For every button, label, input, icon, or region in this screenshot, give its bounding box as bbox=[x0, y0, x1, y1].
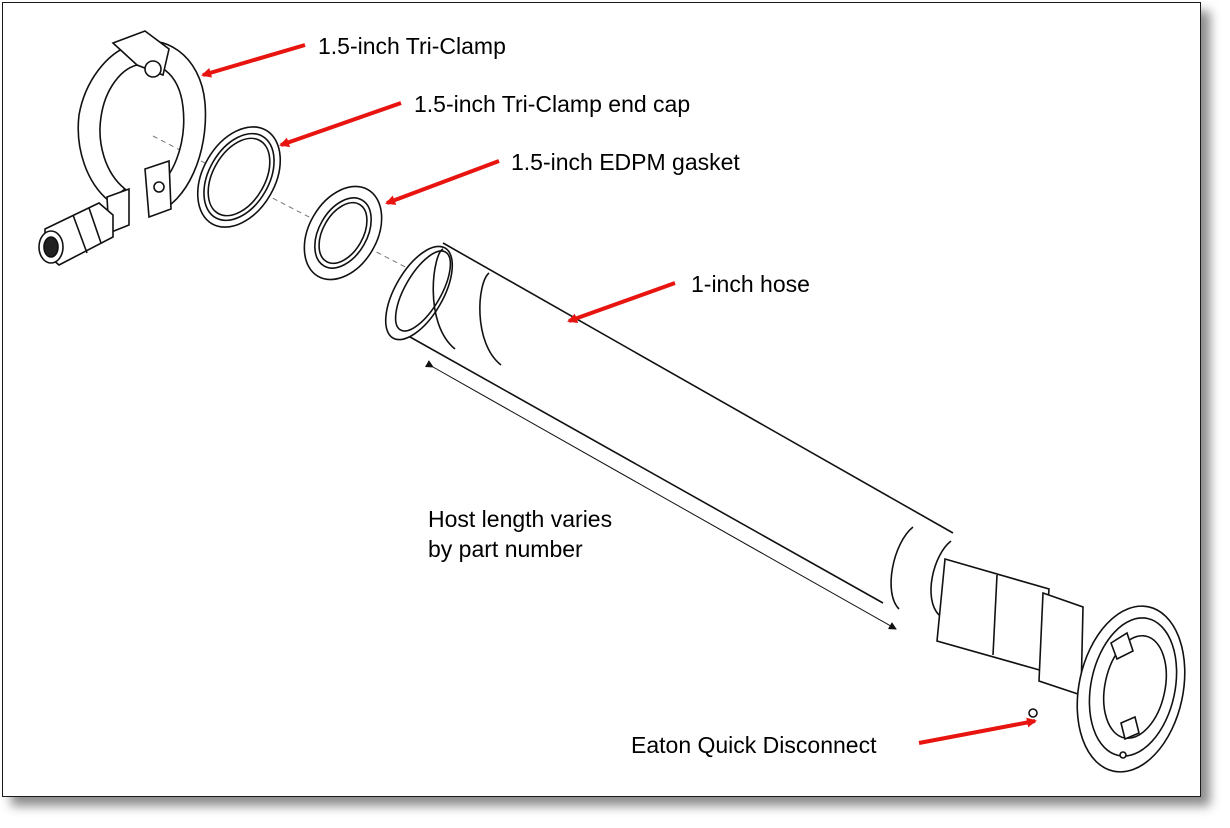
gasket-label: 1.5-inch EDPM gasket bbox=[511, 149, 740, 175]
hose-assembly-drawing bbox=[38, 30, 1186, 773]
callout-arrows bbox=[201, 43, 1037, 745]
gasket-drawing bbox=[303, 185, 383, 281]
quick-disconnect-drawing bbox=[936, 557, 1186, 773]
quick-disconnect-label: Eaton Quick Disconnect bbox=[631, 732, 877, 758]
hose-label: 1-inch hose bbox=[691, 271, 810, 297]
length-dimension-line bbox=[424, 360, 897, 630]
length-note-line2: by part number bbox=[428, 536, 583, 562]
quick-disconnect-arrow bbox=[918, 717, 1037, 745]
tri-clamp-label: 1.5-inch Tri-Clamp bbox=[318, 33, 506, 59]
diagram-frame: 1.5-inch Tri-Clamp 1.5-inch Tri-Clamp en… bbox=[2, 2, 1201, 797]
end-cap-label: 1.5-inch Tri-Clamp end cap bbox=[414, 91, 691, 117]
end-cap-drawing bbox=[196, 126, 282, 228]
tri-clamp-arrow bbox=[201, 43, 306, 78]
gasket-arrow bbox=[385, 159, 500, 205]
length-note-line1: Host length varies bbox=[428, 506, 613, 532]
hose-arrow bbox=[567, 281, 676, 324]
end-cap-arrow bbox=[279, 101, 402, 148]
tri-clamp-drawing bbox=[38, 30, 207, 266]
